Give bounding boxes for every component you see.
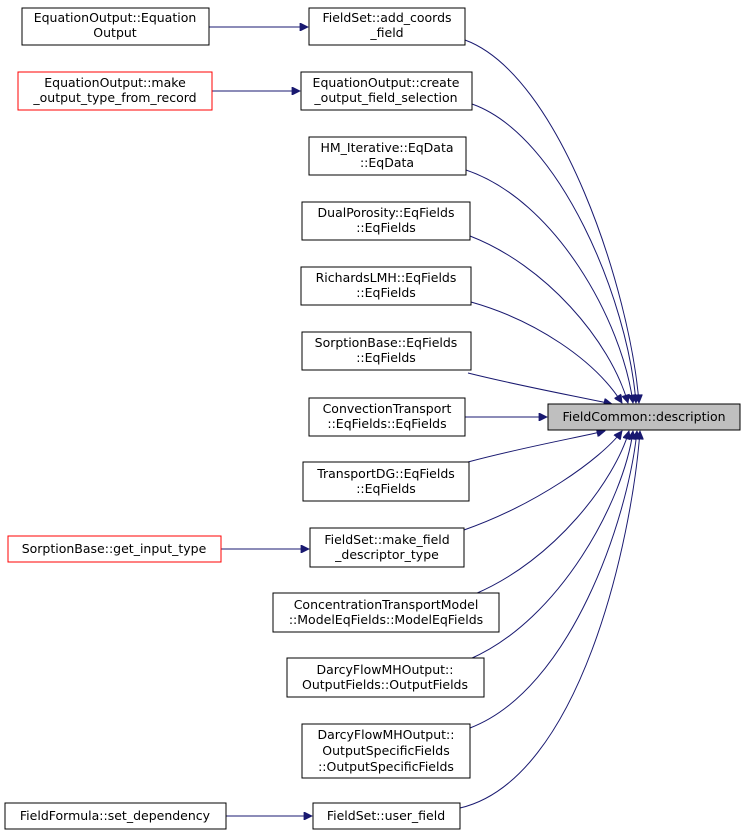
- edge-dual: [469, 235, 628, 403]
- svg-text:OutputSpecificFields: OutputSpecificFields: [322, 743, 449, 758]
- svg-text:::EqFields: ::EqFields: [356, 220, 416, 235]
- svg-text:FieldSet::add_coords: FieldSet::add_coords: [322, 10, 451, 25]
- svg-text:::EqFields: ::EqFields: [356, 481, 416, 496]
- svg-text:_output_type_from_record: _output_type_from_record: [32, 90, 196, 105]
- edge-make-field: [463, 431, 622, 531]
- svg-text:ConcentrationTransportModel: ConcentrationTransportModel: [294, 597, 479, 612]
- node-make-field-descriptor-type[interactable]: FieldSet::make_field _descriptor_type: [309, 527, 465, 568]
- svg-text:TransportDG::EqFields: TransportDG::EqFields: [316, 466, 455, 481]
- svg-text:FieldSet::make_field: FieldSet::make_field: [324, 532, 449, 547]
- edge-add-coords: [464, 39, 639, 403]
- svg-text:_descriptor_type: _descriptor_type: [334, 547, 439, 562]
- node-hm-iterative-eqdata[interactable]: HM_Iterative::EqData ::EqData: [308, 136, 467, 176]
- edge-conc: [474, 431, 629, 595]
- node-darcyflowmhoutput-outputspecificfields[interactable]: DarcyFlowMHOutput:: OutputSpecificFields…: [301, 723, 471, 779]
- svg-text:::ModelEqFields::ModelEqFields: ::ModelEqFields::ModelEqFields: [289, 612, 483, 627]
- edge-hm: [465, 169, 633, 403]
- edge-darcy-osf: [469, 431, 637, 729]
- node-make-output-type[interactable]: EquationOutput::make _output_type_from_r…: [17, 71, 213, 111]
- svg-text:::OutputSpecificFields: ::OutputSpecificFields: [318, 759, 454, 774]
- svg-text:DarcyFlowMHOutput::: DarcyFlowMHOutput::: [317, 662, 454, 677]
- node-darcyflowmhoutput-outputfields[interactable]: DarcyFlowMHOutput:: OutputFields::Output…: [286, 657, 485, 698]
- svg-text:RichardsLMH::EqFields: RichardsLMH::EqFields: [316, 270, 457, 285]
- svg-text:DarcyFlowMHOutput::: DarcyFlowMHOutput::: [318, 727, 455, 742]
- node-create-output-field-selection[interactable]: EquationOutput::create _output_field_sel…: [300, 71, 473, 111]
- svg-text:::EqFields: ::EqFields: [356, 285, 416, 300]
- svg-text:FieldCommon::description: FieldCommon::description: [562, 409, 725, 424]
- svg-text:_output_field_selection: _output_field_selection: [313, 90, 457, 105]
- node-equationoutput-ctor[interactable]: EquationOutput::Equation Output: [21, 7, 210, 46]
- svg-text:FieldFormula::set_dependency: FieldFormula::set_dependency: [20, 808, 211, 823]
- edges: [209, 27, 640, 816]
- node-fieldcommon-description[interactable]: FieldCommon::description: [547, 403, 741, 431]
- svg-text:EquationOutput::Equation: EquationOutput::Equation: [34, 10, 197, 25]
- node-richardslmh-eqfields[interactable]: RichardsLMH::EqFields ::EqFields: [300, 266, 472, 306]
- svg-text:::EqFields::EqFields: ::EqFields::EqFields: [327, 416, 446, 431]
- svg-text:EquationOutput::make: EquationOutput::make: [44, 75, 186, 90]
- edge-create-sel: [471, 103, 636, 403]
- node-sorptionbase-get-input-type[interactable]: SorptionBase::get_input_type: [7, 535, 222, 563]
- svg-text:::EqFields: ::EqFields: [356, 350, 416, 365]
- svg-text:::EqData: ::EqData: [360, 155, 414, 170]
- svg-text:FieldSet::user_field: FieldSet::user_field: [327, 808, 445, 823]
- svg-text:EquationOutput::create: EquationOutput::create: [313, 75, 460, 90]
- edge-transportdg: [467, 431, 605, 463]
- node-concentrationtransportmodel-modeleqfields[interactable]: ConcentrationTransportModel ::ModelEqFie…: [272, 592, 500, 633]
- node-sorptionbase-eqfields[interactable]: SorptionBase::EqFields ::EqFields: [301, 331, 472, 371]
- edge-sorption-eq: [467, 372, 612, 404]
- svg-text:Output: Output: [93, 25, 137, 40]
- svg-text:ConvectionTransport: ConvectionTransport: [323, 401, 452, 416]
- node-transportdg-eqfields[interactable]: TransportDG::EqFields ::EqFields: [302, 461, 470, 502]
- node-dualporosity-eqfields[interactable]: DualPorosity::EqFields ::EqFields: [301, 201, 471, 241]
- svg-text:_field: _field: [369, 25, 403, 40]
- edge-richards: [470, 301, 622, 403]
- node-add-coords-field[interactable]: FieldSet::add_coords _field: [308, 7, 466, 46]
- node-fieldset-user-field[interactable]: FieldSet::user_field: [312, 802, 461, 830]
- svg-text:SorptionBase::get_input_type: SorptionBase::get_input_type: [22, 541, 207, 556]
- svg-text:SorptionBase::EqFields: SorptionBase::EqFields: [315, 335, 458, 350]
- node-convectiontransport-eqfields[interactable]: ConvectionTransport ::EqFields::EqFields: [308, 397, 466, 437]
- edge-darcy-of: [469, 431, 633, 660]
- node-fieldformula-set-dependency[interactable]: FieldFormula::set_dependency: [4, 802, 227, 830]
- svg-text:DualPorosity::EqFields: DualPorosity::EqFields: [318, 205, 455, 220]
- svg-text:OutputFields::OutputFields: OutputFields::OutputFields: [302, 677, 468, 692]
- svg-text:HM_Iterative::EqData: HM_Iterative::EqData: [320, 140, 453, 155]
- edge-user-field: [459, 431, 640, 809]
